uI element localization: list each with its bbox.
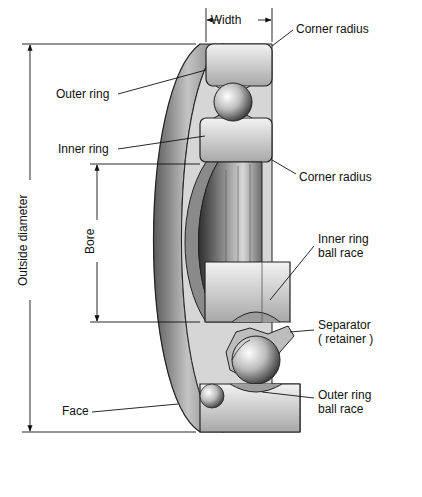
dimension-label: Bore	[83, 225, 97, 256]
part-label: Face	[62, 404, 89, 418]
part-label: Inner ring	[58, 142, 109, 156]
part-label: Outer ring	[56, 87, 109, 101]
part-label: Corner radius	[299, 170, 372, 184]
dimension-label: Width	[211, 13, 242, 27]
part-label: Outer ring ball race	[318, 388, 384, 416]
dimension-label: Outside diameter	[16, 191, 30, 288]
part-label: Corner radius	[296, 22, 369, 36]
part-label: Inner ring ball race	[318, 232, 384, 260]
part-label: Separator ( retainer )	[318, 318, 376, 346]
